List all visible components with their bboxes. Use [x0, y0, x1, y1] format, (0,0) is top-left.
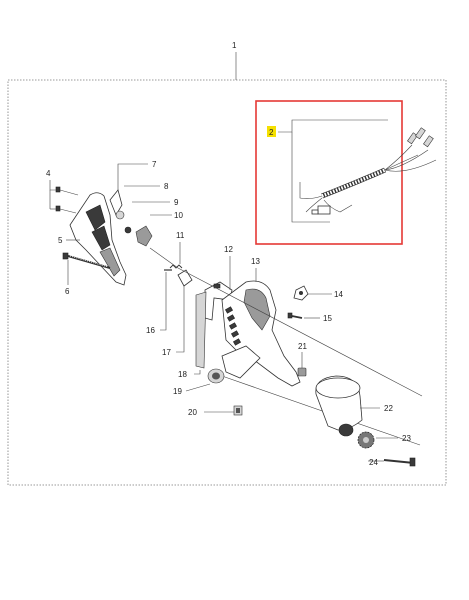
- wiring-harness: [278, 119, 437, 223]
- callout-5[interactable]: 5: [58, 236, 63, 245]
- callout-19[interactable]: 19: [173, 387, 182, 396]
- lever-part-17: [177, 269, 193, 287]
- clamp-ring-part-22: [315, 375, 363, 437]
- callout-10[interactable]: 10: [174, 211, 183, 220]
- shaft-axis-upper: [177, 267, 423, 397]
- callout-16[interactable]: 16: [146, 326, 155, 335]
- callout-4[interactable]: 4: [46, 169, 51, 178]
- spring-part-11: [169, 264, 183, 269]
- callout-18[interactable]: 18: [178, 370, 187, 379]
- callout-15[interactable]: 15: [323, 314, 332, 323]
- callout-9[interactable]: 9: [174, 198, 179, 207]
- callout-23[interactable]: 23: [402, 434, 411, 443]
- knob-part-10: [135, 225, 153, 247]
- callout-11[interactable]: 11: [176, 231, 185, 240]
- assembly-frame: [7, 79, 447, 486]
- callout-12[interactable]: 12: [224, 245, 233, 254]
- callout-7[interactable]: 7: [152, 160, 157, 169]
- leader-19: [185, 383, 211, 392]
- screw-part-6: [62, 252, 111, 269]
- leader-7: [117, 163, 148, 190]
- callout-22[interactable]: 22: [384, 404, 393, 413]
- screw-part-15: [287, 312, 303, 319]
- bushing-part-19: [207, 345, 261, 384]
- leader-17: [176, 286, 185, 353]
- trigger-part-12: [204, 281, 233, 321]
- callout-8[interactable]: 8: [164, 182, 169, 191]
- shaft-axis-lower: [221, 375, 421, 446]
- callout-2-highlight: [267, 126, 276, 137]
- bolt-part-24: [383, 457, 416, 467]
- callout-17[interactable]: 17: [162, 348, 171, 357]
- callout-20[interactable]: 20: [188, 408, 197, 417]
- callout-13[interactable]: 13: [251, 257, 260, 266]
- callout-21[interactable]: 21: [298, 342, 307, 351]
- leader-4: [49, 180, 56, 191]
- callout-1[interactable]: 1: [232, 41, 237, 50]
- parts-7-8-9: [109, 189, 132, 234]
- gear-part-23: [357, 431, 375, 449]
- callout-14[interactable]: 14: [334, 290, 343, 299]
- nut-part-21: [297, 367, 307, 377]
- leader-16: [160, 272, 167, 331]
- callout-6[interactable]: 6: [65, 287, 70, 296]
- callout-24[interactable]: 24: [369, 458, 378, 467]
- leader-18: [194, 370, 201, 375]
- callout-2[interactable]: 2: [269, 128, 274, 137]
- square-nut-part-20: [233, 405, 243, 416]
- highlight-box[interactable]: [255, 100, 403, 245]
- handle-shell-part-13: [221, 280, 301, 387]
- clip-part-14: [293, 285, 309, 301]
- rod-part-18: [195, 291, 207, 369]
- screw-part-4: [55, 186, 79, 214]
